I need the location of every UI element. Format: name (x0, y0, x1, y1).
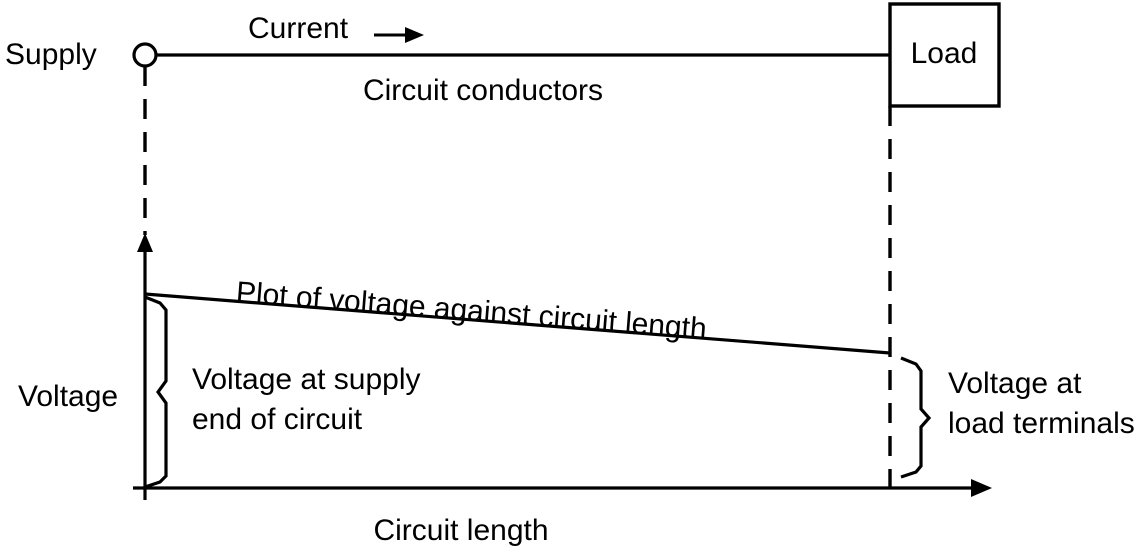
circuit-length-axis-label: Circuit length (373, 514, 548, 547)
supply-label: Supply (5, 38, 97, 71)
plot-caption-label: Plot of voltage against circuit length (235, 276, 708, 346)
curly-brace-left-icon (900, 356, 932, 479)
supply-voltage-annotation-line1: Voltage at supply (192, 363, 421, 396)
arrow-right-icon (374, 27, 424, 43)
voltage-axis-label: Voltage (18, 380, 118, 413)
terminal-circle-icon (132, 42, 158, 68)
voltage-plot-line (144, 292, 891, 355)
arrow-up-icon (137, 233, 153, 252)
circuit-length-axis (133, 479, 992, 497)
circuit-conductors-label: Circuit conductors (363, 74, 603, 107)
arrow-right-icon (971, 479, 992, 497)
load-voltage-annotation-line1: Voltage at (948, 367, 1082, 400)
curly-brace-right-icon (144, 295, 168, 489)
voltage-axis (137, 233, 153, 500)
supply-voltage-annotation-line2: end of circuit (192, 403, 363, 436)
load-voltage-annotation-line2: load terminals (948, 407, 1135, 440)
load-label: Load (911, 37, 978, 70)
load-box (888, 2, 1001, 108)
current-label: Current (248, 12, 349, 45)
